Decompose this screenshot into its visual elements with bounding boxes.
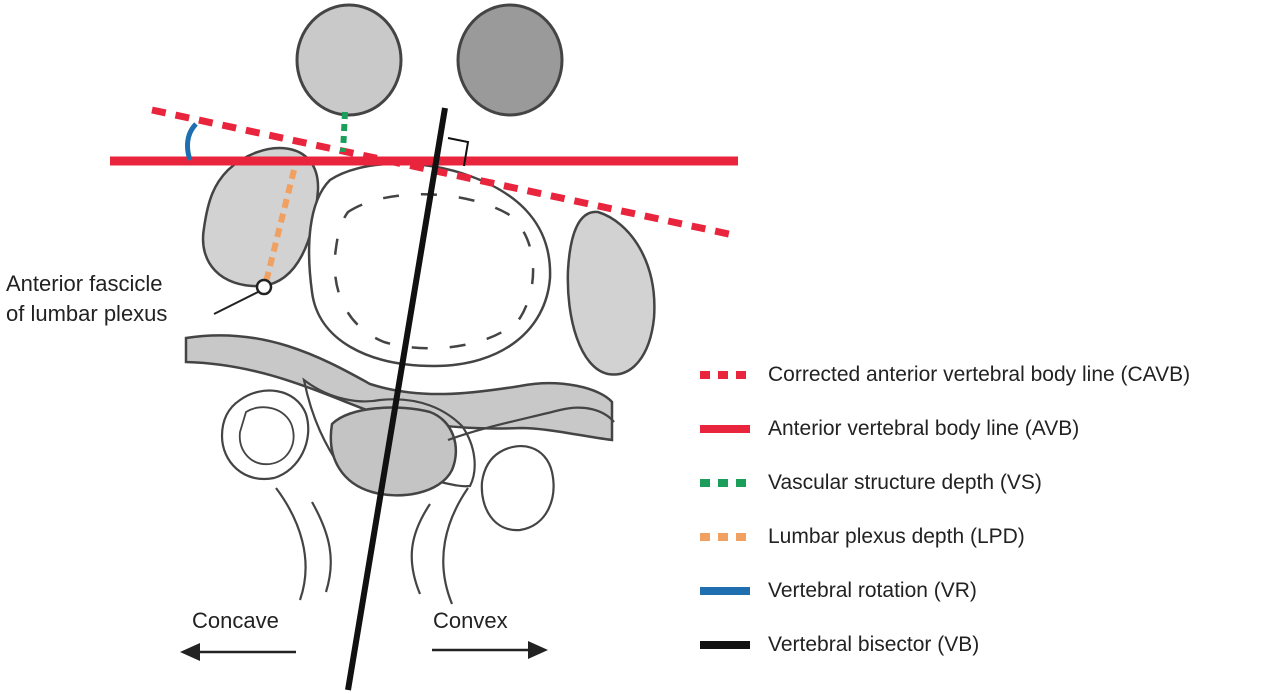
vs-depth-line — [340, 111, 348, 153]
legend-label: Vascular structure depth (VS) — [768, 471, 1042, 494]
anterior-fascicle-marker — [255, 278, 273, 296]
fascicle-label-line1: Anterior fascicle — [6, 271, 163, 296]
left-vessel — [295, 3, 403, 117]
legend-item: Anterior vertebral body line (AVB) — [700, 402, 1270, 456]
legend-label: Corrected anterior vertebral body line (… — [768, 363, 1191, 386]
legend-label: Lumbar plexus depth (LPD) — [768, 525, 1025, 548]
convex-label: Convex — [433, 608, 508, 633]
legend-item: Lumbar plexus depth (LPD) — [700, 510, 1270, 564]
fascicle-label-line2: of lumbar plexus — [6, 301, 167, 326]
left-facet-inner — [238, 406, 295, 465]
legend-item: Vertebral rotation (VR) — [700, 564, 1270, 618]
legend-swatch — [700, 587, 750, 595]
fascicle-leader-line — [213, 291, 259, 315]
legend-item: Corrected anterior vertebral body line (… — [700, 348, 1270, 402]
vr-rotation-arc — [185, 122, 198, 161]
right-angle-marker — [447, 137, 470, 167]
left-psoas — [201, 146, 320, 288]
right-vessel — [456, 3, 564, 117]
legend-label: Vertebral bisector (VB) — [768, 633, 980, 656]
concave-arrow — [180, 643, 296, 661]
vertebral-body — [307, 162, 552, 368]
posterior-elements — [275, 487, 469, 605]
legend-swatch — [700, 371, 750, 379]
lpd-depth-line — [263, 169, 297, 283]
legend-item: Vertebral bisector (VB) — [700, 618, 1270, 672]
legend-swatch — [700, 425, 750, 433]
concave-label: Concave — [192, 608, 279, 633]
left-facet — [220, 389, 310, 481]
right-lamina-curve — [447, 406, 615, 442]
legend-label: Anterior vertebral body line (AVB) — [768, 417, 1080, 440]
vertebral-bisector — [345, 107, 448, 691]
spinal-cord — [329, 406, 458, 497]
legend-swatch — [700, 479, 750, 487]
right-psoas — [566, 210, 656, 376]
legend-swatch — [700, 641, 750, 649]
right-facet — [480, 444, 555, 532]
legend-label: Vertebral rotation (VR) — [768, 579, 977, 602]
legend-swatch — [700, 533, 750, 541]
cavb-line — [151, 106, 739, 240]
vertebral-body-inner — [333, 193, 535, 350]
legend-item: Vascular structure depth (VS) — [700, 456, 1270, 510]
convex-arrow — [432, 641, 548, 659]
legend: Corrected anterior vertebral body line (… — [700, 348, 1270, 672]
